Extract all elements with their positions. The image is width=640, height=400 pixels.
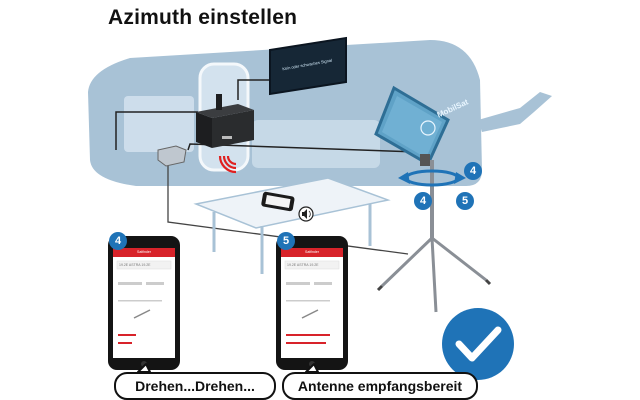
phone-5-header-bar	[281, 248, 343, 257]
tv-screen	[269, 36, 347, 96]
tripod-legs	[380, 236, 487, 313]
caravan-window-left	[124, 96, 194, 152]
phone-4-header-bar	[113, 248, 175, 257]
caravan-window-right	[252, 120, 380, 168]
receiver-led	[222, 136, 232, 139]
receiver-top	[196, 104, 254, 118]
table-legs	[212, 204, 372, 274]
caravan-drawbar	[478, 92, 552, 132]
step-badge-5-phone: 5	[277, 232, 295, 250]
phone-4-header: Satfinder	[136, 250, 151, 254]
speaker-icon	[302, 209, 307, 219]
cable-antenna	[187, 143, 419, 153]
checkmark-icon	[455, 326, 502, 362]
step-badge-4-antenna-right: 4	[464, 162, 482, 180]
cable-outer	[115, 111, 198, 150]
step-badge-4-antenna-left: 4	[414, 192, 432, 210]
receiver-front	[196, 112, 212, 148]
phone-5-header: Satfinder	[304, 250, 319, 254]
phone-4-field: 19.2E ASTRA 19.2E	[119, 263, 151, 267]
caption-bubble-4: Drehen...Drehen...	[114, 372, 276, 400]
caption-bubble-5: Antenne empfangsbereit	[282, 372, 478, 400]
wall-socket	[157, 145, 187, 167]
step-badge-5-antenna: 5	[456, 192, 474, 210]
signal-waves-icon	[218, 155, 237, 174]
antenna-mount	[420, 154, 430, 166]
check-circle	[442, 308, 514, 380]
step-badge-4-phone: 4	[109, 232, 127, 250]
cable-tv	[237, 79, 270, 100]
receiver-antenna-stub	[216, 94, 222, 110]
page-title: Azimuth einstellen	[108, 6, 298, 29]
phone-5-field: 19.2E ASTRA 19.2E	[287, 263, 319, 267]
